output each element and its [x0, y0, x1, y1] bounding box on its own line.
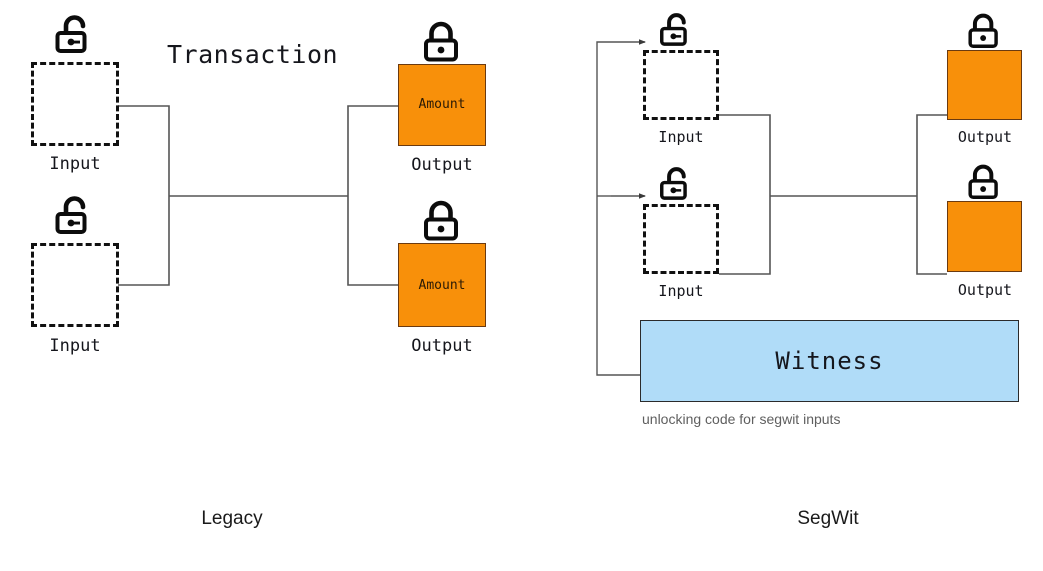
legacy-input-box-1[interactable] — [31, 62, 119, 146]
witness-box[interactable]: Witness — [640, 320, 1019, 402]
witness-caption: unlocking code for segwit inputs — [642, 411, 841, 427]
legacy-input-label-2: Input — [49, 336, 101, 356]
witness-to-inputs-connector — [596, 39, 646, 376]
legacy-output-box-2[interactable] — [398, 243, 486, 327]
segwit-output-label-2: Output — [957, 281, 1013, 299]
segwit-input-box-1[interactable] — [643, 50, 719, 120]
segwit-output-connector — [916, 114, 947, 275]
locked-padlock-icon — [968, 13, 998, 48]
legacy-output-label-1: Output — [411, 155, 473, 175]
witness-label: Witness — [775, 347, 884, 375]
legacy-input-box-2[interactable] — [31, 243, 119, 327]
segwit-output-box-1[interactable] — [947, 50, 1022, 120]
segwit-input-box-2[interactable] — [643, 204, 719, 274]
legacy-output-amount-2: Amount — [418, 278, 466, 293]
legacy-input-label-1: Input — [49, 154, 101, 174]
legacy-output-amount-1: Amount — [418, 97, 466, 112]
unlocked-padlock-icon — [660, 167, 687, 200]
diagram-title: Transaction — [167, 40, 339, 69]
segwit-input-label-1: Input — [658, 128, 704, 146]
segwit-output-box-2[interactable] — [947, 201, 1022, 272]
segwit-panel-label: SegWit — [797, 508, 859, 529]
locked-padlock-icon — [968, 164, 998, 199]
segwit-output-label-1: Output — [957, 128, 1013, 146]
segwit-input-connector — [719, 114, 917, 275]
legacy-panel-label: Legacy — [201, 508, 263, 529]
unlocked-padlock-icon — [660, 13, 687, 46]
legacy-output-connector — [347, 105, 398, 286]
legacy-output-label-2: Output — [411, 336, 473, 356]
legacy-input-connector — [118, 105, 348, 286]
legacy-output-box-1[interactable] — [398, 64, 486, 146]
segwit-input-label-2: Input — [658, 282, 704, 300]
